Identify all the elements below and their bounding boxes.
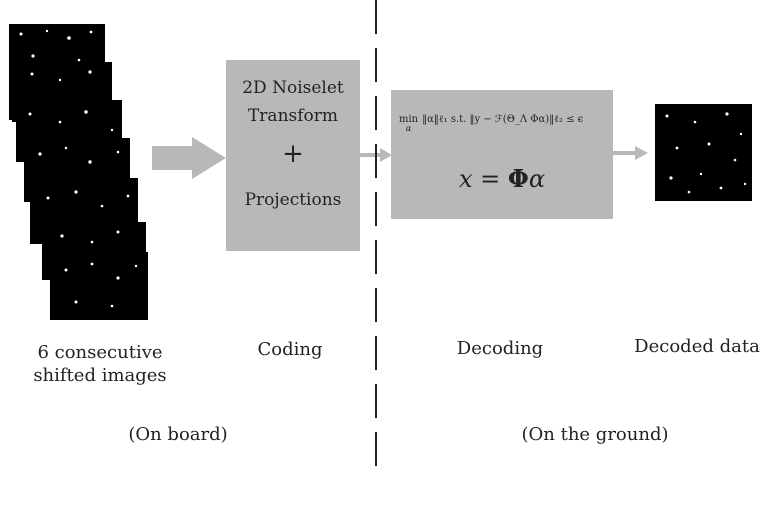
- onboard-ground-divider: [374, 0, 378, 480]
- big-arrow-icon: [152, 137, 226, 179]
- star-field-icon: [64, 262, 138, 308]
- star-field-icon: [19, 29, 93, 62]
- coding-box: 2D Noiselet Transform + Projections: [226, 60, 360, 251]
- star-field-icon: [665, 112, 747, 194]
- input-label-line1: 6 consecutive: [37, 342, 163, 363]
- on-ground-label: (On the ground): [521, 424, 669, 445]
- arrow-decoding-to-output-icon: [613, 146, 648, 160]
- decoded-image: [655, 104, 752, 201]
- decoding-label: Decoding: [456, 338, 544, 359]
- min-subscript: α: [405, 124, 412, 133]
- coding-label: Coding: [257, 339, 323, 360]
- on-board-label: (On board): [128, 424, 228, 445]
- optimization-problem: min α ‖α‖ℓ₁ s.t. ‖y − ℱ(Θ_Λ Φα)‖ℓ₂ ≤ ϵ: [399, 115, 609, 133]
- input-label-line2: shifted images: [33, 364, 167, 386]
- eq-phi: Φ: [507, 164, 529, 193]
- coding-line3: Projections: [244, 190, 342, 210]
- min-word: min: [399, 114, 419, 125]
- decoding-box: min α ‖α‖ℓ₁ s.t. ‖y − ℱ(Θ_Λ Φα)‖ℓ₂ ≤ ϵ x…: [391, 90, 613, 219]
- input-image-7: [50, 252, 148, 320]
- eq-alpha: α: [528, 165, 546, 193]
- input-label: 6 consecutive shifted images: [20, 342, 180, 387]
- eq-x: x: [458, 165, 473, 193]
- coding-line1: 2D Noiselet: [242, 78, 344, 98]
- decoded-label: Decoded data: [634, 336, 760, 357]
- eq-equals: =: [480, 165, 501, 193]
- coding-line2: Transform: [247, 106, 339, 126]
- constraint-text: ‖α‖ℓ₁ s.t. ‖y − ℱ(Θ_Λ Φα)‖ℓ₂ ≤ ϵ: [422, 114, 584, 125]
- min-operator: min α: [399, 115, 418, 133]
- coding-plus: +: [282, 139, 304, 169]
- reconstruction-equation: x = Φα: [391, 164, 613, 193]
